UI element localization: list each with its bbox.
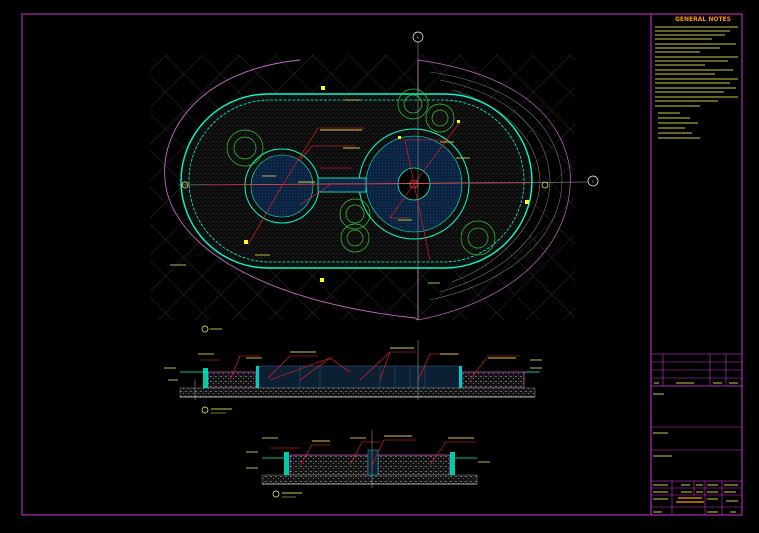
grid-tag-top: A [417,36,419,40]
connecting-channel [317,177,367,193]
site-boundary [164,59,419,321]
plan-label-marks [170,99,470,284]
section-b-title-marker [272,490,280,498]
level-marker-right [541,181,549,189]
section-a-slab-left [207,371,257,389]
grid-bubble-top: A [412,31,424,43]
section-a-slab-right [461,371,525,389]
section-a-water [257,365,461,389]
section-b-leaders [270,439,476,466]
plan-markers [244,86,529,282]
plan-view: A 1 [150,31,599,333]
grid-bubble-right: 1 [587,175,599,187]
grid-tag-right: 1 [592,180,594,184]
section-a-labels [164,347,542,381]
sheet-border [21,13,743,516]
title-block-info-grid [650,480,743,516]
section-b [246,430,490,498]
plan-title-marker [201,325,209,333]
section-a-leaders [200,351,520,381]
section-a-base [179,387,536,398]
section-a-title-marker [201,406,209,414]
title-block-info-marks [653,484,738,513]
title-block: GENERAL NOTES [650,16,743,516]
general-notes-lines [655,26,738,139]
revision-table [650,353,743,387]
pool-coping-inner [188,99,525,263]
section-a [164,340,542,414]
section-b-labels [246,435,490,469]
level-marker-left [181,181,189,189]
plan-leader-lines [205,121,531,261]
project-title-marks [676,497,704,503]
section-b-slab-left [289,454,369,476]
section-b-slab-right [377,454,451,476]
section-a-water-lines [299,366,426,388]
section-b-base [261,474,478,485]
tree-symbols [226,88,496,256]
general-notes-heading: GENERAL NOTES [675,16,731,23]
